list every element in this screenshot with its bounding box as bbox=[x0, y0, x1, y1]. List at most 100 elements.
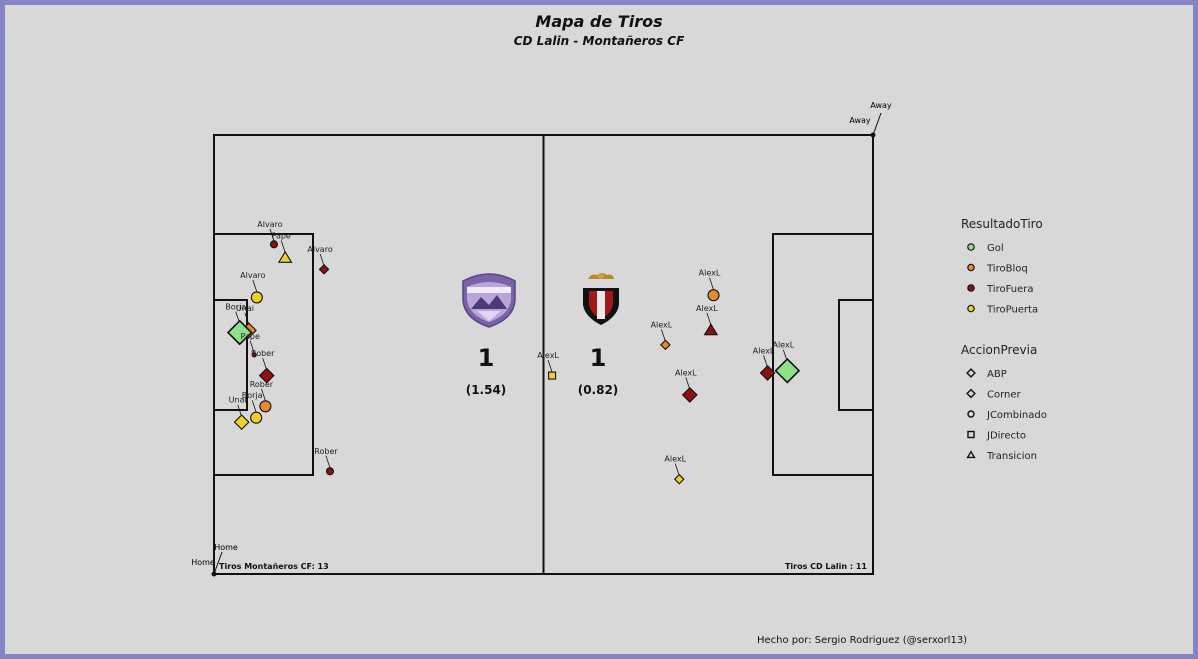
shot-label-leader bbox=[237, 404, 243, 417]
legend-action-swatch bbox=[966, 368, 976, 378]
shot-player-label: AlexL bbox=[753, 346, 775, 355]
shot-point bbox=[258, 367, 275, 384]
shot-marker: Borja bbox=[242, 391, 263, 424]
legend: ResultadoTiro AccionPrevia GolTiroBloqTi… bbox=[961, 217, 1047, 462]
legend-result-label: TiroPuerta bbox=[986, 305, 1038, 316]
shot-marker: AlexL bbox=[772, 341, 801, 384]
shot-player-label: Pape bbox=[241, 332, 260, 341]
shot-label-leader bbox=[261, 388, 266, 401]
shot-label-leader bbox=[244, 312, 250, 325]
home-corner-marker: Home Home bbox=[191, 543, 238, 577]
legend-action-swatch bbox=[967, 410, 975, 418]
shot-label-leader bbox=[269, 228, 275, 241]
shot-player-label: Alvaro bbox=[307, 245, 332, 254]
shot-player-label: AlexL bbox=[696, 304, 718, 313]
shot-label-leader bbox=[661, 329, 666, 342]
legend-action-swatch bbox=[966, 450, 976, 459]
shot-player-label: Rober bbox=[314, 447, 338, 456]
legend-action-swatch bbox=[966, 388, 976, 399]
shot-marker: Rober bbox=[251, 349, 275, 384]
shot-label-leader bbox=[252, 279, 258, 293]
away-penalty-area bbox=[772, 233, 874, 476]
chart-title: Mapa de Tiros bbox=[535, 12, 663, 31]
legend-action-title: AccionPrevia bbox=[961, 343, 1037, 357]
shot-point bbox=[226, 319, 253, 346]
shot-point bbox=[325, 467, 335, 476]
legend-action-label: JCombinado bbox=[986, 410, 1047, 421]
shot-player-label: Alvaro bbox=[257, 220, 282, 229]
chart-subtitle: CD Lalin - Montañeros CF bbox=[513, 34, 685, 48]
shot-point bbox=[277, 250, 293, 263]
shot-player-label: AlexL bbox=[699, 269, 721, 278]
shot-point bbox=[251, 352, 257, 358]
shot-label-leader bbox=[249, 340, 255, 354]
shot-player-label: Borja bbox=[242, 391, 263, 400]
shot-point bbox=[774, 357, 801, 384]
shot-marker: Rober bbox=[314, 447, 338, 476]
shot-label-leader bbox=[709, 277, 714, 290]
shot-player-label: Unai bbox=[229, 396, 247, 405]
shot-label-leader bbox=[685, 377, 691, 390]
shot-marker: AlexL bbox=[753, 346, 776, 381]
legend-action-label: JDirecto bbox=[986, 431, 1026, 442]
shot-label-leader bbox=[262, 357, 268, 371]
shot-point bbox=[250, 291, 263, 304]
legend-result-label: TiroFuera bbox=[986, 284, 1034, 295]
away-label-shadow: Away bbox=[849, 116, 871, 125]
shot-marker: Pape bbox=[271, 231, 293, 263]
shot-player-label: Alvaro bbox=[240, 271, 265, 280]
shot-point bbox=[703, 323, 719, 336]
pitch-lines bbox=[213, 134, 874, 575]
shot-point bbox=[548, 371, 557, 380]
home-goal-area bbox=[213, 299, 248, 411]
legend-result-swatch bbox=[967, 284, 975, 292]
shot-label-leader bbox=[674, 463, 680, 476]
shot-point bbox=[250, 411, 263, 424]
home-label: Home bbox=[214, 543, 238, 552]
home-shots-total: Tiros Montañeros CF: 13 bbox=[219, 562, 329, 571]
credit-text: Hecho por: Sergio Rodriguez (@serxorl13) bbox=[757, 635, 968, 646]
shot-marker: AlexL bbox=[675, 368, 698, 403]
shot-label-leader bbox=[325, 455, 331, 468]
shot-marker: AlexL bbox=[696, 304, 719, 336]
shot-point bbox=[660, 339, 671, 351]
legend-action-swatch bbox=[967, 430, 975, 439]
shot-marker: Borja bbox=[225, 303, 253, 346]
shot-point bbox=[681, 386, 698, 403]
shot-label-leader bbox=[547, 359, 553, 373]
legend-result-label: Gol bbox=[987, 243, 1004, 254]
legend-result-swatch bbox=[967, 263, 975, 272]
shot-point bbox=[233, 414, 250, 431]
away-label: Away bbox=[870, 101, 892, 110]
legend-action-label: ABP bbox=[987, 369, 1007, 380]
shot-player-label: AlexL bbox=[675, 368, 697, 377]
shot-marker: Pape bbox=[241, 332, 260, 358]
shot-label-leader bbox=[763, 355, 768, 368]
away-goals: 1 bbox=[590, 344, 607, 372]
away-corner-marker: Away Away bbox=[849, 101, 892, 138]
shot-marker: AlexL bbox=[651, 320, 673, 351]
home-xg: (1.54) bbox=[466, 383, 507, 397]
away-shots-total: Tiros CD Lalin : 11 bbox=[785, 562, 867, 571]
shot-player-label: AlexL bbox=[537, 351, 559, 360]
legend-result-label: TiroBloq bbox=[986, 264, 1028, 275]
shot-player-label: Rober bbox=[250, 380, 274, 389]
legend-result-swatch bbox=[967, 304, 975, 313]
shot-marker: AlexL bbox=[664, 455, 687, 485]
shot-player-label: AlexL bbox=[651, 320, 673, 329]
shot-player-label: Rober bbox=[251, 349, 275, 358]
shot-map: Away Away Home Home AlvaroPapeAlvaroAlva… bbox=[191, 101, 1047, 577]
shots-layer: AlvaroPapeAlvaroAlvaroUnaiBorjaPapeRober… bbox=[225, 220, 801, 485]
shot-point bbox=[269, 240, 279, 249]
shot-label-leader bbox=[319, 253, 325, 266]
shot-marker: Unai bbox=[229, 396, 250, 431]
shot-marker: Rober bbox=[250, 380, 274, 413]
legend-action-label: Transicion bbox=[986, 451, 1037, 462]
shot-marker: Alvaro bbox=[307, 245, 333, 275]
shot-player-label: Borja bbox=[225, 303, 246, 312]
shot-point bbox=[259, 400, 272, 413]
shot-player-label: AlexL bbox=[772, 341, 794, 350]
shot-label-leader bbox=[280, 240, 286, 253]
shot-marker: AlexL bbox=[699, 269, 721, 302]
legend-result-title: ResultadoTiro bbox=[961, 217, 1043, 231]
